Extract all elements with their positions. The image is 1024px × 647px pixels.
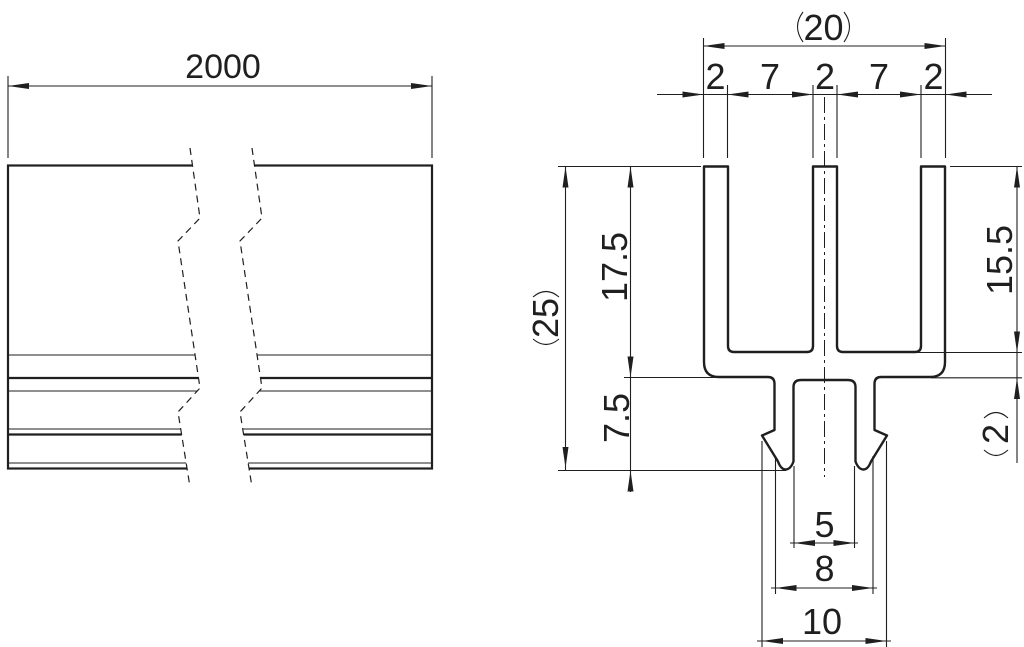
- dim-gap-label: 5: [814, 504, 834, 545]
- paren-2-bottom: [983, 449, 1009, 457]
- dim-chain-label-0: 2: [705, 56, 725, 97]
- dim-length-label: 2000: [185, 48, 261, 86]
- dim-chain-label-2: 2: [815, 56, 835, 97]
- side-view: 2000: [6, 48, 434, 488]
- section-dim-lines: [558, 38, 1022, 647]
- paren-20-right: [843, 11, 851, 43]
- section-dim-arrows: [562, 43, 1020, 644]
- paren-25-bottom: [532, 338, 560, 346]
- dim-barb-span-label: 10: [802, 601, 842, 642]
- section-view: 20 2 7 2 7 2 25 17.5 7.5 15.5 2 5 8 10: [525, 7, 1022, 647]
- dim-web-thickness-label: 2: [975, 424, 1016, 444]
- dim-overall-height-label: 25: [525, 298, 566, 338]
- arrow-left: [8, 83, 29, 89]
- paren-arcs: [532, 11, 1009, 457]
- profile-outline: [702, 165, 947, 471]
- dim-length-2000: [7, 76, 433, 158]
- paren-25-top: [532, 290, 560, 298]
- dim-leg-span-label: 8: [814, 548, 834, 589]
- dim-leg-height-label: 7.5: [596, 393, 637, 443]
- break-mask: [178, 148, 262, 487]
- arrow-right: [411, 83, 432, 89]
- paren-20-left: [796, 11, 804, 43]
- dim-slot-depth-label: 15.5: [979, 225, 1020, 295]
- dim-chain-label-3: 7: [869, 56, 889, 97]
- dim-depth-label: 17.5: [594, 232, 635, 302]
- dim-chain-label-1: 7: [760, 56, 780, 97]
- dim-chain-label-4: 2: [923, 56, 943, 97]
- dim-overall-width-label: 20: [803, 7, 843, 48]
- paren-2-top: [983, 411, 1009, 419]
